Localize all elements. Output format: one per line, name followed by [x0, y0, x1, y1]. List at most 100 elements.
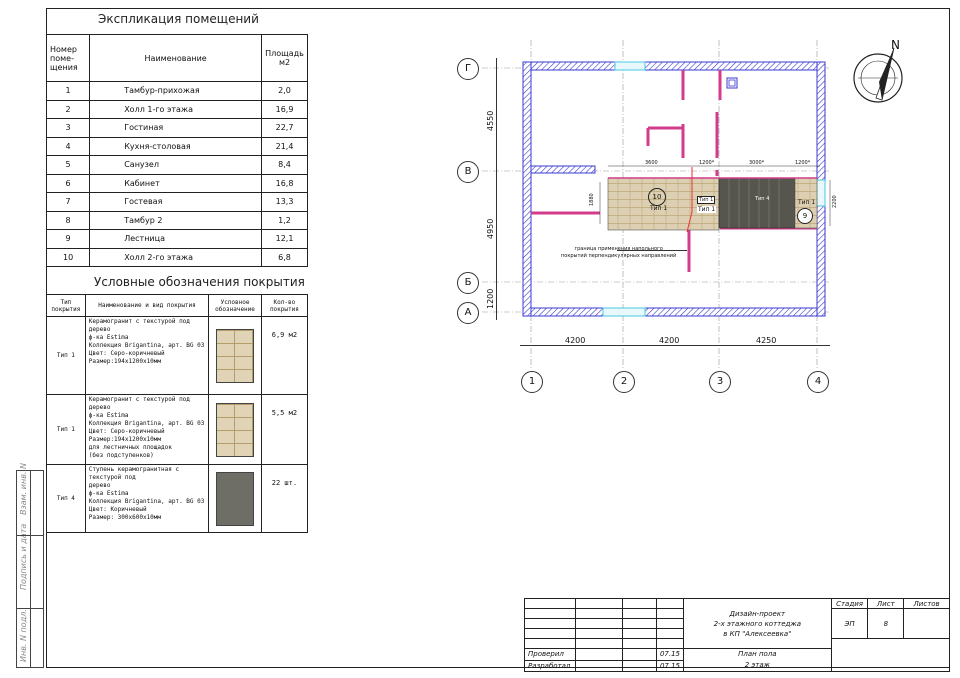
dim-inner-2: 1200* — [699, 160, 715, 166]
title-block: Дизайн-проект 2-х этажного коттеджа в КП… — [524, 598, 951, 672]
axis-row-3: Б — [457, 272, 479, 294]
legend-symbol — [208, 464, 262, 533]
legend-swatch — [216, 402, 255, 457]
room-area: 22,7 — [261, 118, 308, 138]
room-tag-9: 9 — [797, 208, 813, 224]
room-area: 16,9 — [261, 99, 308, 119]
partition-wall-b — [530, 165, 596, 174]
room-name: Кабинет — [89, 173, 263, 193]
stamp-plan-title: План пола — [738, 650, 777, 658]
room-number: 3 — [45, 118, 91, 138]
legend-line: Цвет: Серо-коричневый — [88, 428, 165, 435]
axis-row-2: В — [457, 161, 479, 183]
room-tag-10-type: Тип 1 — [650, 205, 668, 212]
dim-bottom-2: 4200 — [659, 336, 680, 345]
dim-bottom-3: 4250 — [756, 336, 777, 345]
room-number: 10 — [45, 247, 91, 267]
room-number: 2 — [45, 99, 91, 119]
room-area: 2,0 — [261, 81, 308, 101]
axis-row-4: А — [457, 302, 479, 324]
dim-inner-4: 1200* — [795, 160, 811, 166]
rooms-table-title: Экспликация помещений — [98, 12, 259, 26]
room-tag-9-type: Тип 1 — [798, 199, 816, 206]
legend-line: Цвет: Коричневый — [88, 506, 147, 513]
legend-header-type: Тип покрытия — [46, 294, 86, 317]
dim-small-1: 1880 — [589, 193, 595, 206]
axis-col-2: 2 — [613, 371, 635, 393]
rooms-table: Номер поме- щения Наименование Площадь м… — [45, 34, 308, 267]
legend-qty: 5,5 м2 — [260, 394, 309, 465]
room-area: 13,3 — [261, 192, 308, 212]
stamp-sheet-label: Лист — [867, 598, 905, 609]
legend-line: Цвет: Серо-коричневый — [88, 350, 165, 357]
stamp-date-2: 07.15 — [655, 659, 685, 672]
legend-qty: 22 шт. — [260, 464, 309, 533]
room-area: 6,8 — [261, 247, 308, 267]
dim-inner-1: 3600 — [645, 160, 658, 166]
side-label-replace: Взам. инв. N — [19, 463, 28, 515]
axis-col-1: 1 — [521, 371, 543, 393]
legend-line: Размер:194х1200х10мм — [88, 358, 162, 365]
legend-line: ф-ка Estima — [88, 334, 129, 341]
stamp-project-line-2: 2-х этажного коттеджа — [713, 619, 801, 628]
header-number: Номер поме- щения — [45, 34, 91, 82]
header-name: Наименование — [89, 34, 263, 82]
side-label-inv: Инв. N подл. — [19, 609, 28, 662]
room-area: 8,4 — [261, 155, 308, 175]
room-area: 12,1 — [261, 229, 308, 249]
room-area: 1,2 — [261, 210, 308, 230]
legend-type: Тип 4 — [46, 464, 86, 533]
boundary-note-line-1: граница применения напольного — [574, 246, 663, 252]
side-label-sign: Подпись и дата — [19, 523, 28, 590]
legend-line: Коллекция Brigantina, арт. BG 03 — [88, 342, 205, 349]
legend-table-title: Условные обозначения покрытия — [94, 275, 305, 289]
legend-swatch — [216, 471, 255, 526]
dim-left-3: 1200 — [486, 288, 495, 309]
room-name: Кухня-столовая — [89, 136, 263, 156]
room-name: Гостиная — [89, 118, 263, 138]
north-arrow — [853, 47, 903, 103]
legend-line: Размер: 300х600х10мм — [88, 514, 162, 521]
mark-type1-left: Тип 1 — [697, 196, 716, 204]
room-area: 21,4 — [261, 136, 308, 156]
room-area: 16,8 — [261, 173, 308, 193]
legend-swatch — [216, 328, 255, 383]
stairs — [718, 177, 796, 229]
legend-line: ф-ка Estima — [88, 412, 129, 419]
vent-shaft — [726, 77, 738, 89]
legend-symbol — [208, 316, 262, 395]
legend-qty: 6,9 м2 — [260, 316, 309, 395]
room-number: 4 — [45, 136, 91, 156]
dim-bottom-1: 4200 — [565, 336, 586, 345]
stamp-stage: ЭП — [830, 608, 869, 639]
wood-floor-zone — [607, 177, 720, 231]
stamp-plan: План пола 2 этаж — [683, 648, 832, 672]
stamp-sheets-label: Листов — [903, 598, 950, 609]
stamp-role-2: Разработал — [524, 659, 576, 672]
room-number: 6 — [45, 173, 91, 193]
legend-line: Керамогранит с текстурой под дерево — [88, 396, 190, 411]
legend-line: Коллекция Brigantina, арт. BG 03 — [88, 420, 205, 427]
legend-line: Размер:194х1200х10мм — [88, 436, 162, 443]
axis-row-1: Г — [457, 58, 479, 80]
legend-table: Тип покрытия Наименование и вид покрытия… — [46, 294, 309, 533]
boundary-note: граница применения напольного покрытий п… — [561, 246, 676, 260]
dim-small-2: 2200 — [832, 195, 838, 208]
stamp-date-1: 07.15 — [655, 648, 685, 661]
stamp-project-line-3: в КП "Алексеевка" — [723, 629, 792, 638]
boundary-note-line-2: покрытий перпендикулярных направлений — [561, 253, 677, 259]
stamp-project-line-1: Дизайн-проект — [729, 609, 786, 618]
room-name: Тамбур-прихожая — [89, 81, 263, 101]
room-tag-10: 10 — [648, 188, 666, 206]
legend-symbol — [208, 394, 262, 465]
